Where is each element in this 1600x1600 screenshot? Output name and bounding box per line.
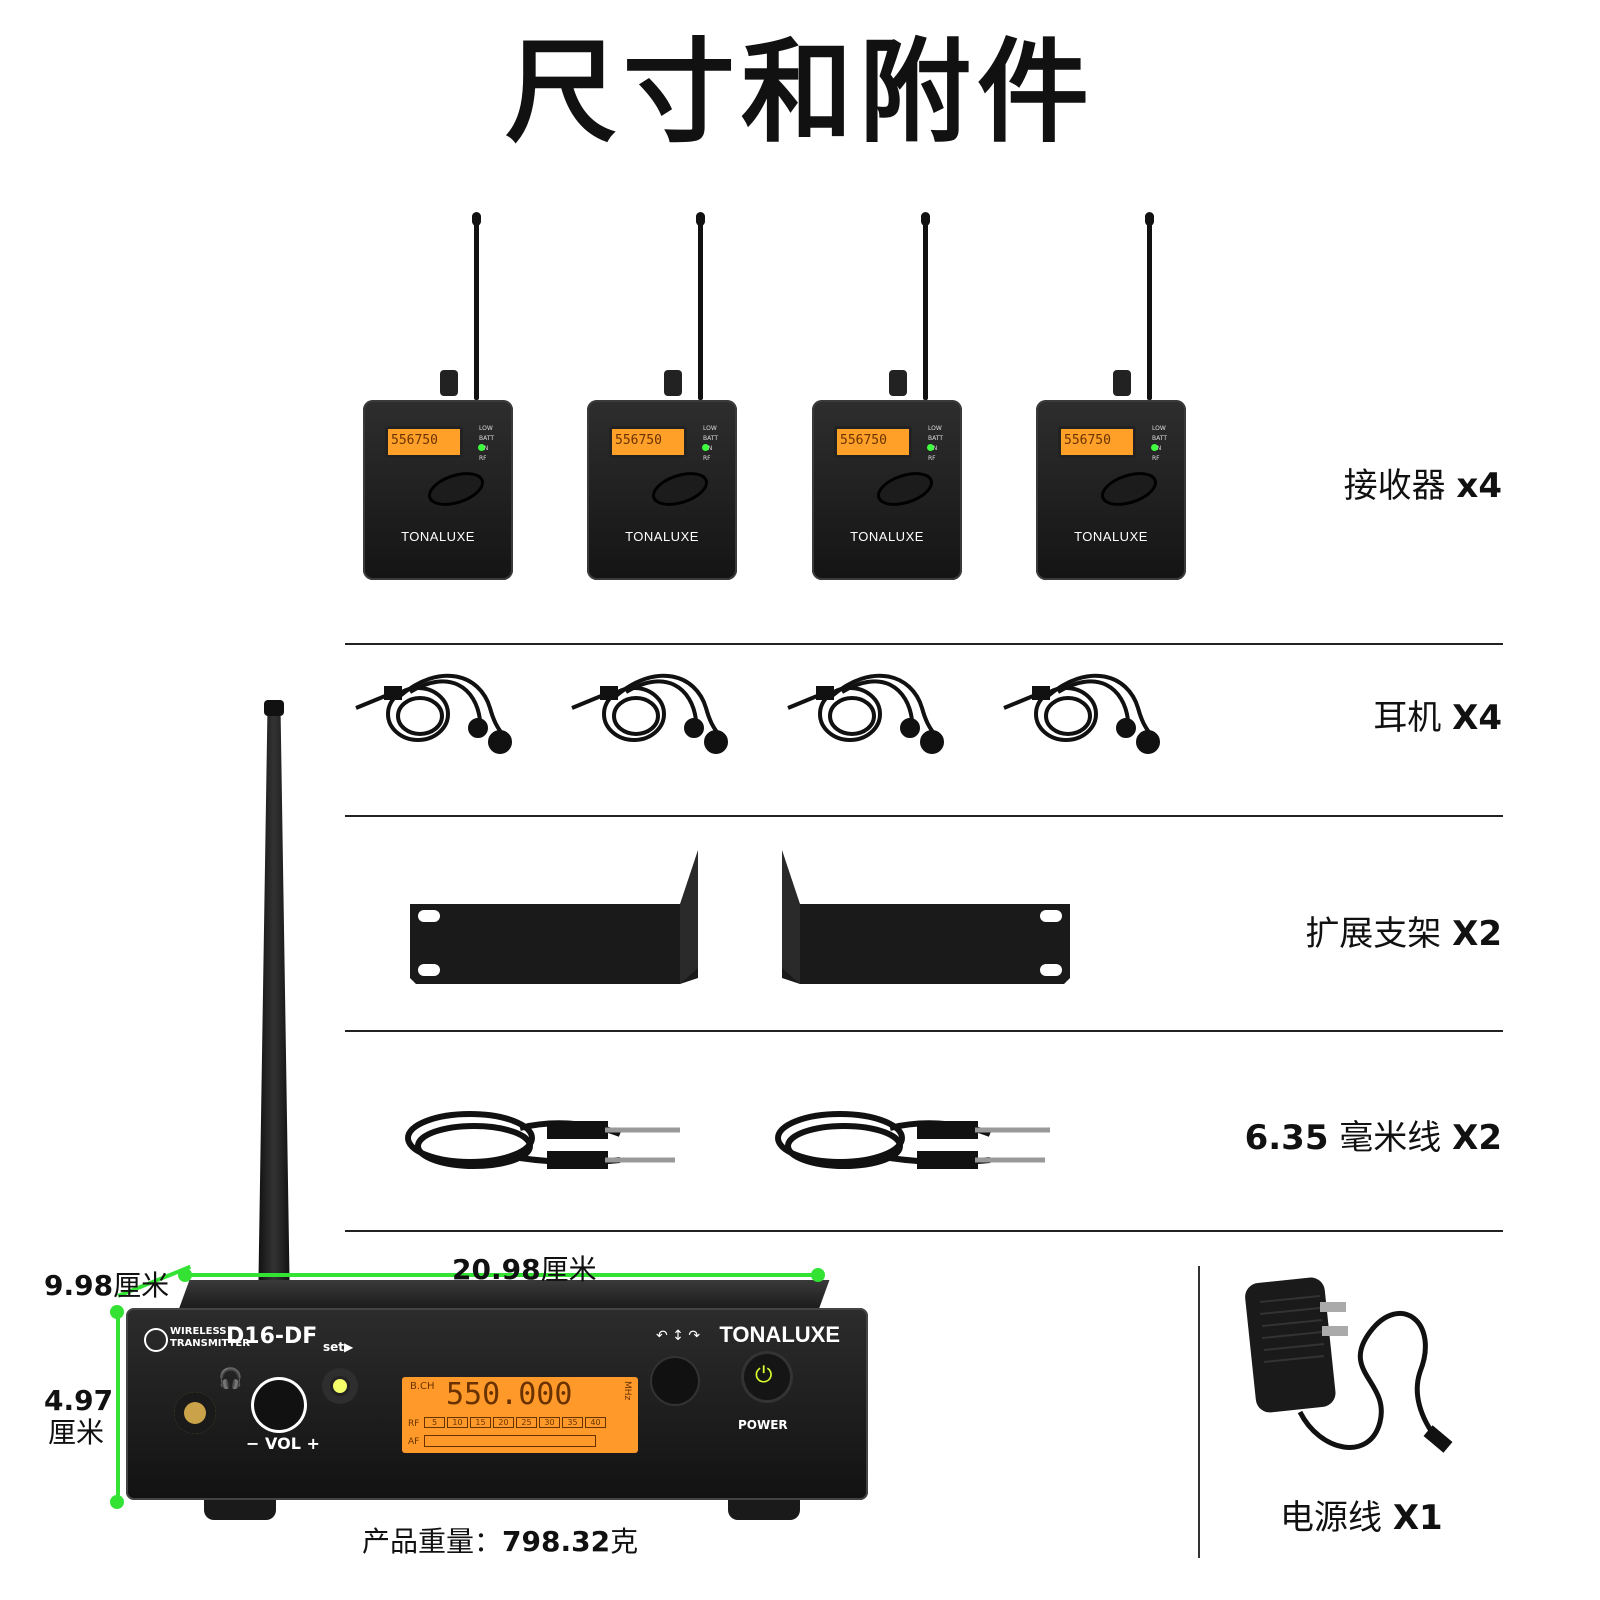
receiver-brand: TONALUXE xyxy=(1074,529,1148,544)
item-label-brackets: 扩展支架 X2 xyxy=(1305,914,1502,954)
volume-knob xyxy=(440,370,458,396)
receiver-button xyxy=(423,465,489,513)
receiver-unit: 556750 LOW BATTONRF TONALUXE xyxy=(1036,400,1186,580)
divider xyxy=(345,815,1503,817)
device-foot xyxy=(204,1500,276,1520)
receiver-screen: 556750 xyxy=(385,426,463,458)
lcd-scale-tick: 15 xyxy=(470,1417,491,1428)
divider xyxy=(345,1230,1503,1232)
set-label: set▶ xyxy=(323,1340,354,1354)
width-measure-line xyxy=(186,1273,818,1277)
antenna-tip xyxy=(921,212,930,226)
antenna-tip xyxy=(696,212,705,226)
transmitter-lcd: B.CH 550.000 MHz RF AF 5 10 15 20 25 30 … xyxy=(402,1377,638,1453)
rack-brackets-illustration xyxy=(410,850,1070,984)
receiver-screen: 556750 xyxy=(609,426,687,458)
lcd-af-bar xyxy=(424,1435,596,1447)
model-label: D16-DF xyxy=(226,1324,318,1349)
antenna xyxy=(923,220,928,400)
volume-knob xyxy=(889,370,907,396)
set-button[interactable] xyxy=(322,1368,358,1404)
headphone-jack[interactable] xyxy=(174,1392,216,1434)
set-led-icon xyxy=(333,1379,347,1393)
lcd-scale-tick: 5 xyxy=(424,1417,445,1428)
rf-led-icon xyxy=(927,444,934,451)
item-label-cables: 6.35 毫米线 X2 xyxy=(1244,1118,1502,1158)
lcd-rf: RF xyxy=(408,1419,420,1429)
transmitter-antenna xyxy=(258,700,290,1310)
device-foot xyxy=(728,1500,800,1520)
antenna-tip xyxy=(1145,212,1154,226)
rf-led-icon xyxy=(1151,444,1158,451)
divider xyxy=(345,1030,1503,1032)
receiver-brand: TONALUXE xyxy=(850,529,924,544)
antenna xyxy=(1147,220,1152,400)
receiver-button xyxy=(647,465,713,513)
wireless-badge-icon xyxy=(144,1328,168,1352)
receiver-unit: 556750 LOW BATTONRF TONALUXE xyxy=(587,400,737,580)
lcd-scale-tick: 35 xyxy=(562,1417,583,1428)
measure-dot xyxy=(811,1268,825,1282)
headphone-icon: 🎧 xyxy=(218,1366,243,1390)
height-measure-line xyxy=(116,1312,120,1502)
power-label: POWER xyxy=(738,1418,788,1432)
rf-led-icon xyxy=(478,444,485,451)
receiver-button xyxy=(1096,465,1162,513)
measure-dot xyxy=(110,1305,124,1319)
lcd-scale-tick: 20 xyxy=(493,1417,514,1428)
volume-knob[interactable] xyxy=(254,1380,304,1430)
page-title: 尺寸和附件 xyxy=(505,28,1095,158)
rotate-arrow-icon: ↶ ↕ ↷ xyxy=(656,1328,701,1344)
antenna-tip xyxy=(264,700,284,716)
volume-knob xyxy=(664,370,682,396)
receiver-screen: 556750 xyxy=(834,426,912,458)
transmitter-brand: TONALUXE xyxy=(719,1322,840,1347)
receiver-screen: 556750 xyxy=(1058,426,1136,458)
volume-knob xyxy=(1113,370,1131,396)
selector-dial[interactable] xyxy=(652,1358,698,1404)
depth-dimension: 9.98厘米 xyxy=(44,1269,170,1302)
lcd-ch: B.CH xyxy=(410,1381,435,1392)
power-button[interactable]: ⏻ xyxy=(744,1354,790,1400)
product-weight: 产品重量：798.32克 xyxy=(362,1525,639,1558)
item-label-earphones: 耳机 X4 xyxy=(1373,698,1502,738)
lcd-unit: MHz xyxy=(622,1381,632,1401)
receiver-brand: TONALUXE xyxy=(401,529,475,544)
receiver-unit: 556750 LOW BATTONRF TONALUXE xyxy=(363,400,513,580)
receiver-button xyxy=(872,465,938,513)
antenna xyxy=(474,220,479,400)
lcd-af: AF xyxy=(408,1437,420,1447)
lcd-scale-tick: 40 xyxy=(585,1417,606,1428)
lcd-scale-tick: 25 xyxy=(516,1417,537,1428)
antenna xyxy=(698,220,703,400)
item-label-receiver: 接收器 x4 xyxy=(1343,466,1502,506)
width-dimension: 20.98厘米 xyxy=(452,1253,597,1286)
antenna-tip xyxy=(472,212,481,226)
rf-led-icon xyxy=(702,444,709,451)
measure-dot xyxy=(110,1495,124,1509)
vertical-divider xyxy=(1198,1266,1200,1558)
lcd-scale-tick: 30 xyxy=(539,1417,560,1428)
receiver-brand: TONALUXE xyxy=(625,529,699,544)
power-cable-label: 电源线 X1 xyxy=(1280,1498,1443,1538)
lcd-scale-tick: 10 xyxy=(447,1417,468,1428)
cables-illustration xyxy=(405,1111,1080,1169)
lcd-scale: 5 10 15 20 25 30 35 40 xyxy=(424,1417,606,1428)
receiver-unit: 556750 LOW BATTONRF TONALUXE xyxy=(812,400,962,580)
volume-label: − VOL + xyxy=(246,1434,320,1453)
power-icon: ⏻ xyxy=(755,1363,773,1388)
earphones-illustration xyxy=(355,673,1160,754)
lcd-frequency: 550.000 xyxy=(446,1377,573,1412)
divider xyxy=(345,643,1503,645)
power-adapter-illustration xyxy=(1245,1277,1453,1453)
